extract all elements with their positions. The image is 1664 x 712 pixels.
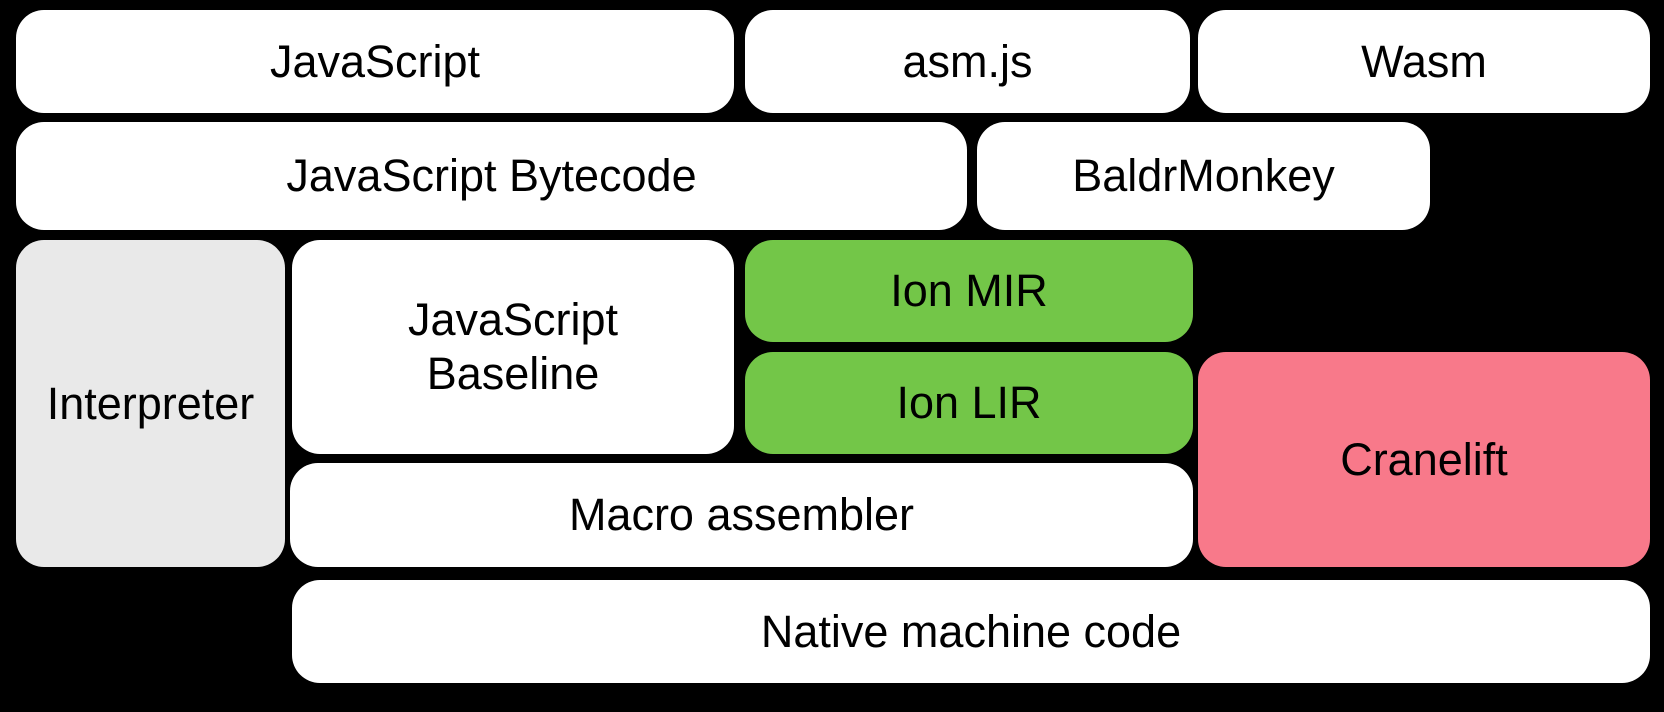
box-baldrmonkey: BaldrMonkey — [977, 122, 1430, 230]
cranelift-label: Cranelift — [1340, 433, 1508, 485]
box-asmjs: asm.js — [745, 10, 1190, 113]
box-javascript: JavaScript — [16, 10, 734, 113]
box-interpreter: Interpreter — [16, 240, 285, 567]
box-javascript-baseline: JavaScript Baseline — [292, 240, 734, 454]
box-cranelift: Cranelift — [1198, 352, 1650, 567]
interpreter-label: Interpreter — [46, 377, 255, 429]
box-javascript-bytecode: JavaScript Bytecode — [16, 122, 967, 230]
wasm-label: Wasm — [1361, 35, 1487, 87]
asmjs-label: asm.js — [902, 35, 1033, 87]
box-ion-mir: Ion MIR — [745, 240, 1193, 342]
box-ion-lir: Ion LIR — [745, 352, 1193, 454]
box-native-machine-code: Native machine code — [292, 580, 1650, 683]
javascript-label: JavaScript — [269, 35, 481, 87]
javascript-bytecode-label: JavaScript Bytecode — [286, 150, 697, 201]
macro-assembler-label: Macro assembler — [568, 489, 915, 540]
box-macro-assembler: Macro assembler — [290, 463, 1193, 567]
ion-mir-label: Ion MIR — [890, 265, 1048, 316]
javascript-baseline-label: JavaScript Baseline — [407, 294, 619, 399]
box-wasm: Wasm — [1198, 10, 1650, 113]
native-machine-code-label: Native machine code — [760, 605, 1182, 657]
baldrmonkey-label: BaldrMonkey — [1072, 150, 1335, 201]
ion-lir-label: Ion LIR — [896, 377, 1042, 428]
